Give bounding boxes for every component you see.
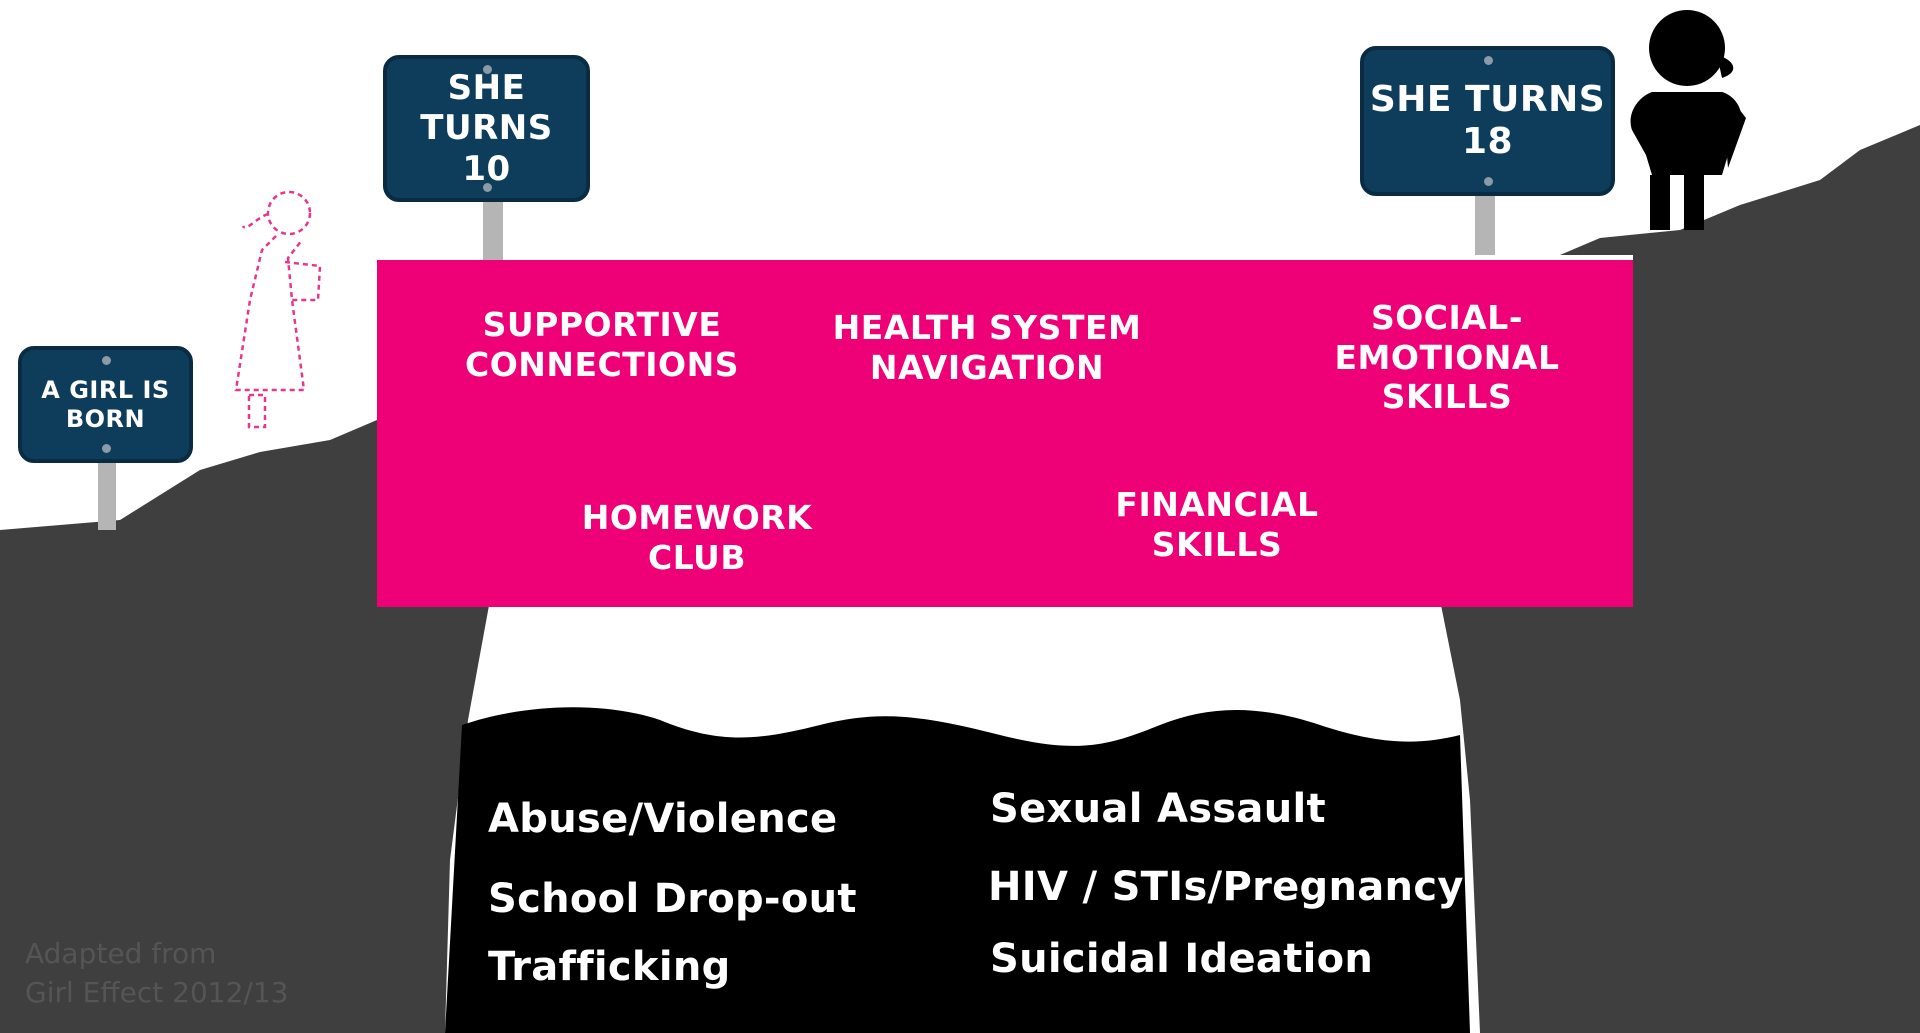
- sign-she-turns-10: SHE TURNS 10: [383, 55, 590, 202]
- sign-born-label: A GIRL IS BORN: [41, 376, 170, 433]
- risk-trafficking: Trafficking: [488, 944, 731, 990]
- risk-sexual-assault: Sexual Assault: [990, 786, 1326, 832]
- right-gorge-wall: [1440, 600, 1633, 1033]
- right-cliff: [1560, 125, 1920, 1033]
- sign-bolt: [101, 356, 111, 365]
- sign-bolt: [482, 183, 492, 192]
- silhouette-girl-figure: [1630, 10, 1746, 230]
- sign-10-label: SHE TURNS 10: [420, 68, 553, 189]
- skill-supportive-connections: SUPPORTIVE CONNECTIONS: [465, 305, 739, 384]
- sign-post-18: [1475, 193, 1495, 255]
- skill-social-emotional: SOCIAL- EMOTIONAL SKILLS: [1334, 298, 1560, 417]
- skill-financial: FINANCIAL SKILLS: [1115, 485, 1319, 564]
- risk-abuse-violence: Abuse/Violence: [488, 796, 838, 842]
- gorge-gap: [470, 607, 1460, 720]
- sign-post-born: [98, 460, 116, 530]
- skill-homework-club: HOMEWORK CLUB: [581, 498, 813, 577]
- left-gorge-wall: [377, 600, 490, 1033]
- left-cliff: [0, 420, 377, 1033]
- sign-post-10: [483, 198, 503, 262]
- sign-she-turns-18: SHE TURNS 18: [1360, 46, 1615, 196]
- risk-suicidal-ideation: Suicidal Ideation: [990, 936, 1374, 982]
- sign-18-label: SHE TURNS 18: [1369, 78, 1606, 162]
- dark-pit: [445, 707, 1470, 1033]
- skills-bridge: SUPPORTIVE CONNECTIONS HEALTH SYSTEM NAV…: [377, 260, 1633, 607]
- sign-bolt: [482, 65, 492, 74]
- sign-a-girl-is-born: A GIRL IS BORN: [18, 346, 193, 463]
- source-credit: Adapted from Girl Effect 2012/13: [25, 937, 289, 1010]
- outline-girl-figure: [234, 190, 322, 429]
- sign-bolt: [1483, 56, 1493, 65]
- sign-bolt: [101, 444, 111, 453]
- risk-school-dropout: School Drop-out: [488, 876, 857, 922]
- risk-hiv-stis-pregnancy: HIV / STIs/Pregnancy: [988, 864, 1464, 910]
- sign-bolt: [1483, 177, 1493, 186]
- skill-health-system-navigation: HEALTH SYSTEM NAVIGATION: [832, 308, 1142, 387]
